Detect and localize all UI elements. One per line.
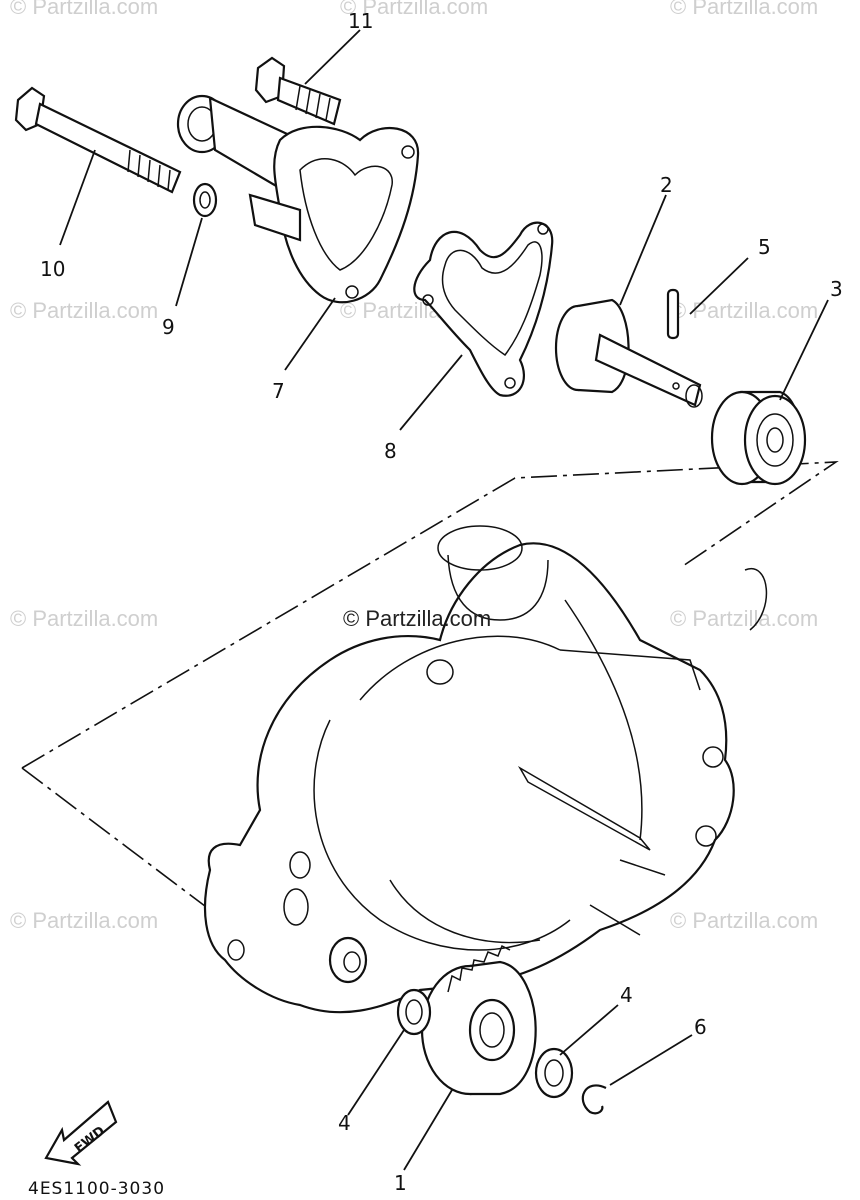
short-bolt — [254, 56, 342, 126]
callout-4-left: 4 — [338, 1111, 351, 1135]
callout-6: 6 — [694, 1015, 707, 1039]
leader-lines — [59, 29, 829, 1171]
callout-9: 9 — [162, 315, 175, 339]
watermark: © Partzilla.com — [670, 908, 818, 933]
long-bolt — [14, 86, 182, 194]
watermark: © Partzilla.com — [670, 298, 818, 323]
crankcase-cover — [203, 525, 768, 1014]
callout-8: 8 — [384, 439, 397, 463]
impeller-gear — [420, 944, 537, 1096]
callout-10: 10 — [40, 257, 65, 281]
pump-cover — [176, 94, 420, 304]
callouts: 11 10 9 7 8 2 5 3 4 1 4 6 — [40, 9, 843, 1195]
watermark: © Partzilla.com — [670, 606, 818, 631]
washer-left — [396, 988, 432, 1036]
watermark: © Partzilla.com — [340, 0, 488, 19]
watermark: © Partzilla.com — [10, 0, 158, 19]
washer-right — [534, 1047, 574, 1099]
watermark: © Partzilla.com — [10, 606, 158, 631]
gasket — [413, 221, 554, 397]
circlip — [581, 1084, 607, 1115]
callout-5: 5 — [758, 235, 771, 259]
pin — [666, 288, 680, 340]
impeller-shaft — [554, 298, 703, 408]
callout-11: 11 — [348, 9, 373, 33]
watermark: © Partzilla.com — [670, 0, 818, 19]
alignment-plane — [21, 461, 839, 941]
watermark: © Partzilla.com — [10, 908, 158, 933]
bearing — [710, 390, 807, 486]
callout-7: 7 — [272, 379, 285, 403]
callout-4-right: 4 — [620, 983, 633, 1007]
callout-3: 3 — [830, 277, 843, 301]
fwd-arrow: FWD — [44, 1100, 118, 1166]
center-watermark: © Partzilla.com — [343, 606, 491, 631]
washer — [192, 182, 218, 218]
watermark: © Partzilla.com — [10, 298, 158, 323]
diagram-code: 4ES1100-3030 — [28, 1179, 165, 1199]
callout-1: 1 — [394, 1171, 407, 1195]
callout-2: 2 — [660, 173, 673, 197]
